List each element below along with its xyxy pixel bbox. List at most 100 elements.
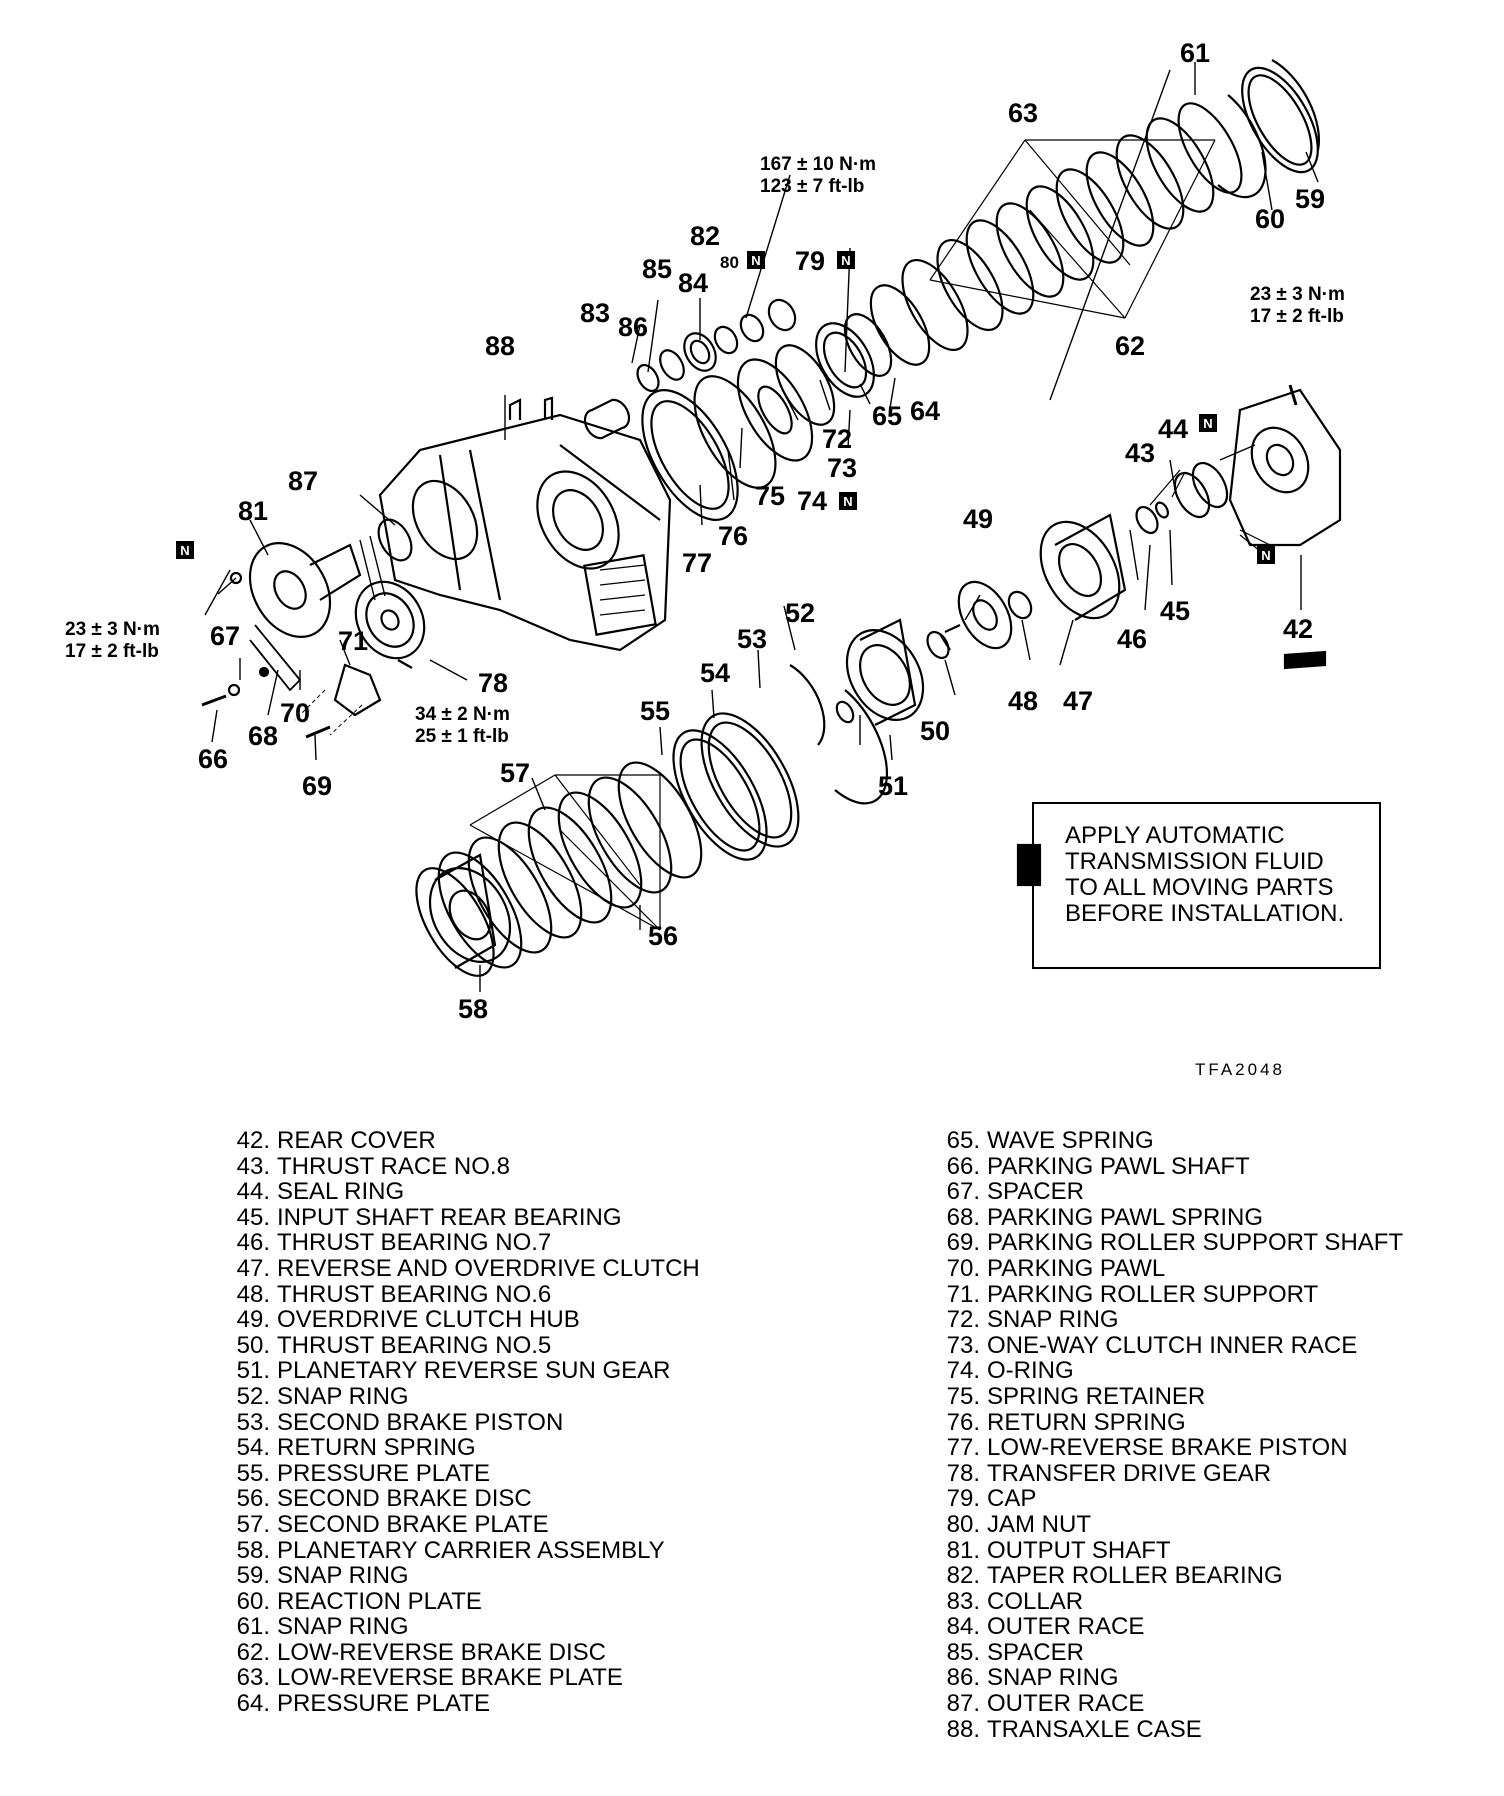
legend-item-number: 43. (236, 1152, 270, 1180)
legend-item: 73.ONE-WAY CLUTCH INNER RACE (934, 1333, 1454, 1359)
callout-77: 77 (682, 548, 712, 578)
callout-84: 84 (678, 268, 708, 298)
legend-item-number: 81. (946, 1536, 980, 1564)
low-reverse-brake-pack (869, 59, 1321, 366)
legend-item-number: 61. (236, 1613, 270, 1641)
legend-item-number: 73. (946, 1331, 980, 1359)
legend-item: 59.SNAP RING (224, 1563, 744, 1589)
legend-item: 45.INPUT SHAFT REAR BEARING (224, 1205, 744, 1231)
legend-item: 68.PARKING PAWL SPRING (934, 1205, 1454, 1231)
legend-item: 67.SPACER (934, 1179, 1454, 1205)
legend-item: 50.THRUST BEARING NO.5 (224, 1333, 744, 1359)
legend-item-text: LOW-REVERSE BRAKE DISC (277, 1638, 606, 1666)
note-text: APPLY AUTOMATIC TRANSMISSION FLUID TO AL… (1065, 822, 1344, 927)
callout-82: 82 (690, 221, 720, 251)
callout-64: 64 (910, 396, 940, 426)
legend-item-text: SNAP RING (987, 1664, 1119, 1692)
note-line: TRANSMISSION FLUID (1065, 848, 1324, 875)
legend-item-text: SECOND BRAKE PISTON (277, 1408, 564, 1436)
legend-item-number: 59. (236, 1562, 270, 1590)
legend-item-text: CAP (987, 1485, 1037, 1513)
legend-item: 43.THRUST RACE NO.8 (224, 1152, 744, 1180)
callout-56: 56 (648, 921, 678, 951)
legend-item-number: 49. (236, 1306, 270, 1334)
legend-item: 63.LOW-REVERSE BRAKE PLATE (224, 1665, 744, 1691)
legend-item-text: PRESSURE PLATE (277, 1690, 490, 1718)
callout-68: 68 (248, 721, 278, 751)
legend-item: 66.PARKING PAWL SHAFT (934, 1152, 1454, 1180)
note-line: BEFORE INSTALLATION. (1065, 900, 1344, 927)
legend-item-number: 67. (946, 1178, 980, 1206)
legend-item-number: 80. (946, 1510, 980, 1538)
legend-item-number: 45. (236, 1203, 270, 1231)
legend-item: 60.REACTION PLATE (224, 1589, 744, 1615)
callout-53: 53 (737, 624, 767, 654)
legend-item-number: 69. (946, 1229, 980, 1257)
legend-item-text: OUTPUT SHAFT (987, 1536, 1171, 1564)
callout-69: 69 (302, 771, 332, 801)
legend-item: 69.PARKING ROLLER SUPPORT SHAFT (934, 1230, 1454, 1256)
legend-item-text: PARKING ROLLER SUPPORT (987, 1280, 1319, 1308)
legend-item-text: RETURN SPRING (277, 1434, 476, 1462)
callout-75: 75 (755, 481, 785, 511)
legend-item-number: 76. (946, 1408, 980, 1436)
legend-item-text: SNAP RING (277, 1562, 409, 1590)
legend-item: 51.PLANETARY REVERSE SUN GEAR (224, 1358, 744, 1384)
exploded-view-diagram: N N N N N N 61 63 60 59 62 82 79 80 85 8… (65, 38, 1381, 1079)
legend-item-number: 54. (236, 1434, 270, 1462)
legend-item: 81.OUTPUT SHAFT (934, 1536, 1454, 1564)
legend-item-number: 86. (946, 1664, 980, 1692)
legend-item: 62.LOW-REVERSE BRAKE DISC (224, 1640, 744, 1666)
legend-item-number: 50. (236, 1331, 270, 1359)
transaxle-case (378, 395, 672, 652)
n-mark: N (751, 253, 760, 268)
legend-item: 56.SECOND BRAKE DISC (224, 1486, 744, 1512)
legend-item-number: 57. (236, 1510, 270, 1538)
legend-item-text: LOW-REVERSE BRAKE PISTON (987, 1434, 1348, 1462)
legend-item-text: THRUST BEARING NO.7 (277, 1229, 552, 1257)
callout-66: 66 (198, 744, 228, 774)
legend-item-number: 51. (236, 1357, 270, 1385)
legend-item: 65.WAVE SPRING (934, 1128, 1454, 1154)
legend-item-text: O-RING (987, 1357, 1074, 1385)
legend-item-number: 84. (946, 1613, 980, 1641)
figure-id: TFA2048 (1195, 1060, 1285, 1079)
legend-item-text: JAM NUT (987, 1510, 1091, 1538)
legend-item-number: 75. (946, 1382, 980, 1410)
legend-item-number: 62. (236, 1638, 270, 1666)
callout-46: 46 (1117, 624, 1147, 654)
torque-80-nm: 167 ± 10 N·m (760, 154, 876, 175)
legend-item-text: SPACER (987, 1638, 1084, 1666)
callout-79: 79 (795, 246, 825, 276)
legend-item: 72.SNAP RING (934, 1307, 1454, 1333)
legend-item: 55.PRESSURE PLATE (224, 1461, 744, 1487)
torque-80-ftlb: 123 ± 7 ft-lb (760, 176, 864, 197)
legend-item-number: 47. (236, 1254, 270, 1282)
callout-78: 78 (478, 668, 508, 698)
torque-71-ftlb: 25 ± 1 ft-lb (415, 726, 509, 747)
callout-48: 48 (1008, 686, 1038, 716)
legend-item: 80.JAM NUT (934, 1512, 1454, 1538)
legend-item-number: 74. (946, 1357, 980, 1385)
callout-57: 57 (500, 758, 530, 788)
legend-item-number: 87. (946, 1690, 980, 1718)
callout-83: 83 (580, 298, 610, 328)
legend-item: 58.PLANETARY CARRIER ASSEMBLY (224, 1537, 744, 1564)
legend-item-text: OVERDRIVE CLUTCH HUB (277, 1306, 580, 1334)
callout-81: 81 (238, 496, 268, 526)
legend-item-text: TAPER ROLLER BEARING (987, 1562, 1283, 1590)
callout-85: 85 (642, 254, 672, 284)
n-mark: N (841, 253, 850, 268)
overdrive-and-rear-cover-parts (835, 384, 1342, 726)
legend-item-text: SEAL RING (277, 1178, 405, 1206)
legend-item-number: 42. (236, 1127, 270, 1154)
legend-item-text: PARKING PAWL SHAFT (987, 1152, 1250, 1180)
legend-item: 78.TRANSFER DRIVE GEAR (934, 1461, 1454, 1487)
legend-item-text: SNAP RING (987, 1306, 1119, 1334)
callout-52: 52 (785, 598, 815, 628)
callout-88: 88 (485, 331, 515, 361)
legend-item-number: 44. (236, 1178, 270, 1206)
legend-item-text: ONE-WAY CLUTCH INNER RACE (987, 1331, 1358, 1359)
callout-86: 86 (618, 312, 648, 342)
callout-87: 87 (288, 466, 318, 496)
